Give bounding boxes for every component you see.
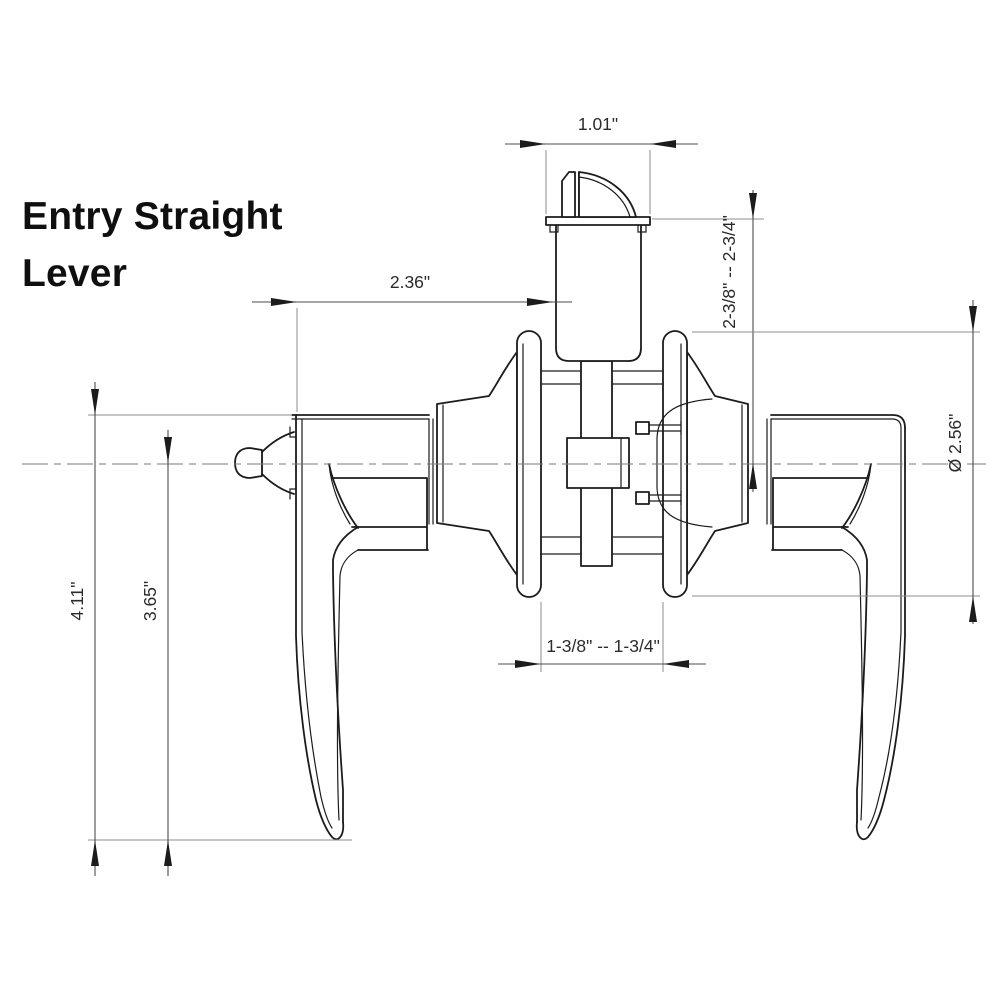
left-shoulder-bevel xyxy=(328,463,351,525)
left-neck-block xyxy=(331,477,429,551)
right-neck-block xyxy=(771,477,869,551)
dim-rose-diameter-arrow-bottom xyxy=(969,596,977,622)
dim-backset-arrow-right xyxy=(527,298,553,306)
latch-bolt-dome-bevel xyxy=(578,176,631,218)
dim-rose-diameter-arrow-top xyxy=(969,306,977,332)
dim-lever-height-arrow-bottom xyxy=(91,840,99,866)
dim-rose-diameter: Ø 2.56" xyxy=(692,300,980,624)
dim-lever-center-to-tip: 3.65" xyxy=(140,430,172,876)
dim-center-to-tip-arrow-top xyxy=(164,437,172,463)
latch-backplate-bracket xyxy=(656,398,713,528)
right-plate-top-edge-inner xyxy=(770,418,902,429)
dim-faceplate-arrow-left xyxy=(520,140,546,148)
dim-center-to-tip-arrow-bottom xyxy=(164,840,172,866)
dim-door-thickness-extension-lines xyxy=(540,602,664,672)
chassis-connector-lines xyxy=(540,370,664,555)
product-title-line1: Entry Straight xyxy=(22,195,283,238)
right-plate-left-edge xyxy=(766,418,772,525)
latch-bolt-flat xyxy=(561,171,576,218)
right-blade-outer-edge xyxy=(855,427,906,841)
left-blade-inner-bevel xyxy=(336,549,359,821)
spring-clip-bottom-block xyxy=(635,491,650,505)
dim-lever-height-arrow-top xyxy=(91,389,99,415)
dim-backset-label: 2.36" xyxy=(390,272,430,292)
dim-door-thickness-arrow-left xyxy=(515,660,541,668)
dim-faceplate-width: 1.01" xyxy=(505,114,698,214)
dim-faceplate-arrow-right xyxy=(650,140,676,148)
spring-clip-bottom-arms xyxy=(648,490,682,506)
dim-center-height: 2-3/8" -- 2-3/4" xyxy=(652,190,764,492)
left-blade-outer-bevel xyxy=(301,418,333,829)
spring-clip-top xyxy=(635,420,682,436)
left-finial-cap xyxy=(234,447,263,479)
dim-lever-overall-height: 4.11" xyxy=(67,382,352,876)
left-finial-nub-upper xyxy=(289,426,297,438)
right-plate-top-edge xyxy=(770,414,906,429)
dim-center-height-arrow-top xyxy=(749,193,757,219)
dim-door-thickness-arrow-right xyxy=(663,660,689,668)
latch-faceplate-tabs xyxy=(549,224,647,233)
latch-bolt-assembly xyxy=(545,171,651,362)
latch-faceplate xyxy=(545,216,651,226)
left-lever xyxy=(234,414,434,841)
dim-backset: 2.36" xyxy=(252,272,572,412)
dim-backset-arrow-left xyxy=(271,298,297,306)
right-shoulder-bevel xyxy=(849,463,872,525)
latch-bolt-dome xyxy=(578,171,637,218)
dim-lever-height-extension-lines xyxy=(88,414,352,841)
left-shoulder-curve xyxy=(328,463,359,529)
dim-door-thickness-label: 1-3/8" -- 1-3/4" xyxy=(546,636,660,656)
left-plate-right-edge xyxy=(428,418,434,525)
spring-clip-top-arms xyxy=(648,420,682,436)
product-title: Entry Straight Lever xyxy=(22,188,283,302)
spring-clip-top-block xyxy=(635,421,650,435)
left-finial-nub-lower xyxy=(289,488,297,500)
right-blade-inner-edge xyxy=(841,526,868,823)
right-blade-outer-bevel xyxy=(867,427,902,829)
dim-rose-diameter-extension-lines xyxy=(692,331,980,597)
spindle-hub xyxy=(566,437,630,489)
latch-barrel xyxy=(555,223,642,362)
spring-clip-bottom xyxy=(635,490,682,506)
dim-center-height-arrow-bottom xyxy=(749,463,757,489)
left-finial-flare-lower xyxy=(261,473,295,495)
dim-rose-diameter-label: Ø 2.56" xyxy=(945,414,965,473)
left-blade-outer-edge xyxy=(295,414,345,841)
product-title-line2: Lever xyxy=(22,252,128,295)
left-blade-inner-edge xyxy=(332,526,359,823)
left-finial-flare-upper xyxy=(261,431,295,453)
dim-center-to-tip-label: 3.65" xyxy=(140,581,160,621)
dim-lever-height-label: 4.11" xyxy=(67,582,87,621)
dim-faceplate-extension-lines xyxy=(545,150,651,214)
dim-center-height-label: 2-3/8" -- 2-3/4" xyxy=(719,215,739,329)
right-shoulder-curve xyxy=(841,463,872,529)
dim-faceplate-label: 1.01" xyxy=(578,114,618,134)
dim-door-thickness: 1-3/8" -- 1-3/4" xyxy=(498,602,706,672)
right-blade-inner-bevel xyxy=(841,549,864,821)
right-lever xyxy=(766,414,906,841)
